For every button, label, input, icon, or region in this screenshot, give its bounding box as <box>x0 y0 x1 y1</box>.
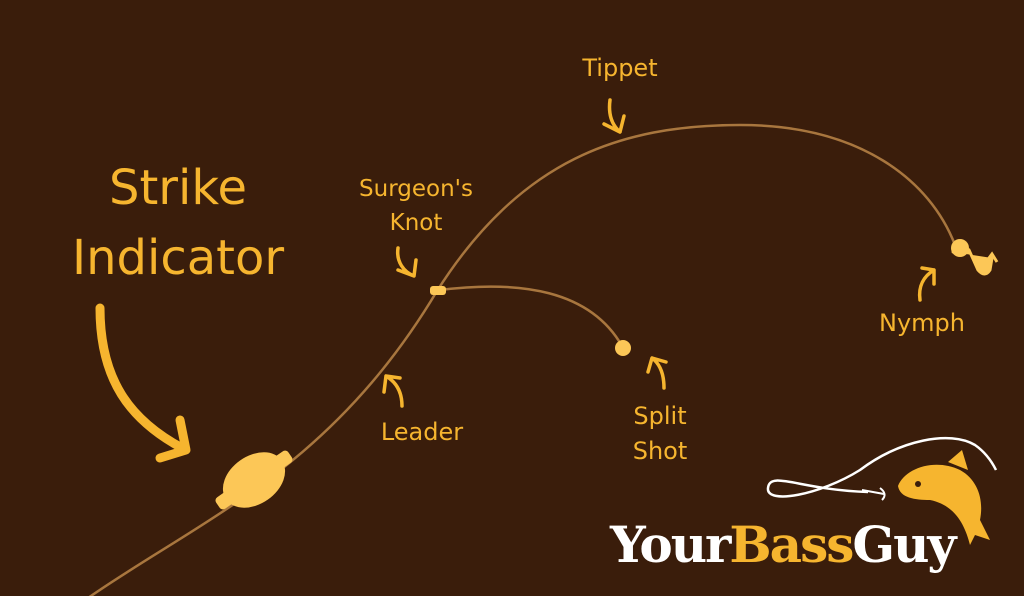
leader-label: Leader <box>381 418 463 446</box>
strike-arrow-icon <box>95 303 187 453</box>
hook-logo-icon <box>861 487 886 501</box>
surgeons-knot-icon <box>430 286 446 295</box>
strike-arrowhead-icon <box>155 415 191 463</box>
leader-arrow-icon <box>382 374 404 408</box>
split-shot-branch <box>439 285 624 347</box>
split-shot-label-line1: Split <box>633 402 686 430</box>
strike-indicator-float <box>215 450 293 510</box>
strike-label-line1: Strike <box>109 160 247 216</box>
strike-label-line2: Indicator <box>72 230 284 286</box>
tippet-arrow-icon <box>602 98 626 134</box>
knot-arrow-icon <box>395 246 418 278</box>
tippet-label: Tippet <box>581 54 657 82</box>
fishing-line-logo-icon <box>766 436 998 498</box>
knot-label-line2: Knot <box>390 210 443 236</box>
nymph-fly-icon <box>951 239 999 276</box>
nymph-arrow-icon <box>917 266 936 302</box>
nymph-label: Nymph <box>879 309 965 337</box>
yourbassguy-logo: YourBassGuy <box>609 436 998 574</box>
split-shot-icon <box>615 340 631 356</box>
fish-logo-icon <box>898 450 990 545</box>
svg-text:YourBassGuy: YourBassGuy <box>609 515 958 574</box>
knot-label-line1: Surgeon's <box>359 176 473 202</box>
logo-guy: Guy <box>852 515 958 574</box>
split-shot-label-line2: Shot <box>633 437 688 465</box>
logo-bass: Bass <box>729 515 853 574</box>
split-shot-arrow-icon <box>646 356 668 390</box>
logo-your: Your <box>609 515 732 574</box>
